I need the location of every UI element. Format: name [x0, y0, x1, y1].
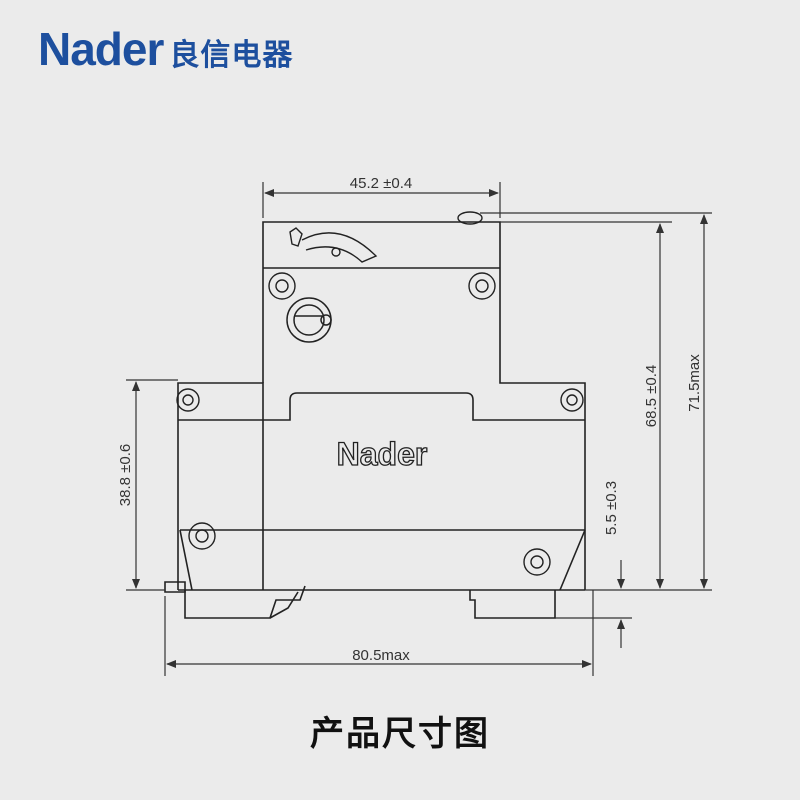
brand-logo: Nader 良信电器: [38, 22, 293, 76]
screw-icons: [176, 272, 584, 576]
dimension-height-front: 38.8 ±0.6: [117, 444, 134, 506]
breaker-outline: [164, 221, 586, 619]
caption: 产品尺寸图: [310, 714, 490, 754]
dimension-height-rail: 5.5 ±0.3: [603, 481, 620, 535]
knob-icon: [286, 297, 332, 343]
dimension-width-top: 45.2 ±0.4: [350, 175, 412, 192]
lever-icon: [289, 211, 483, 263]
brand-name-cn: 良信电器: [169, 38, 294, 73]
device-label: Nader: [337, 436, 428, 472]
dimension-lines: [126, 182, 712, 676]
brand-name: Nader: [38, 23, 164, 75]
dimension-width-bottom: 80.5max: [352, 647, 410, 664]
dimension-height-body: 68.5 ±0.4: [643, 365, 660, 427]
dimension-height-total: 71.5max: [686, 354, 703, 412]
